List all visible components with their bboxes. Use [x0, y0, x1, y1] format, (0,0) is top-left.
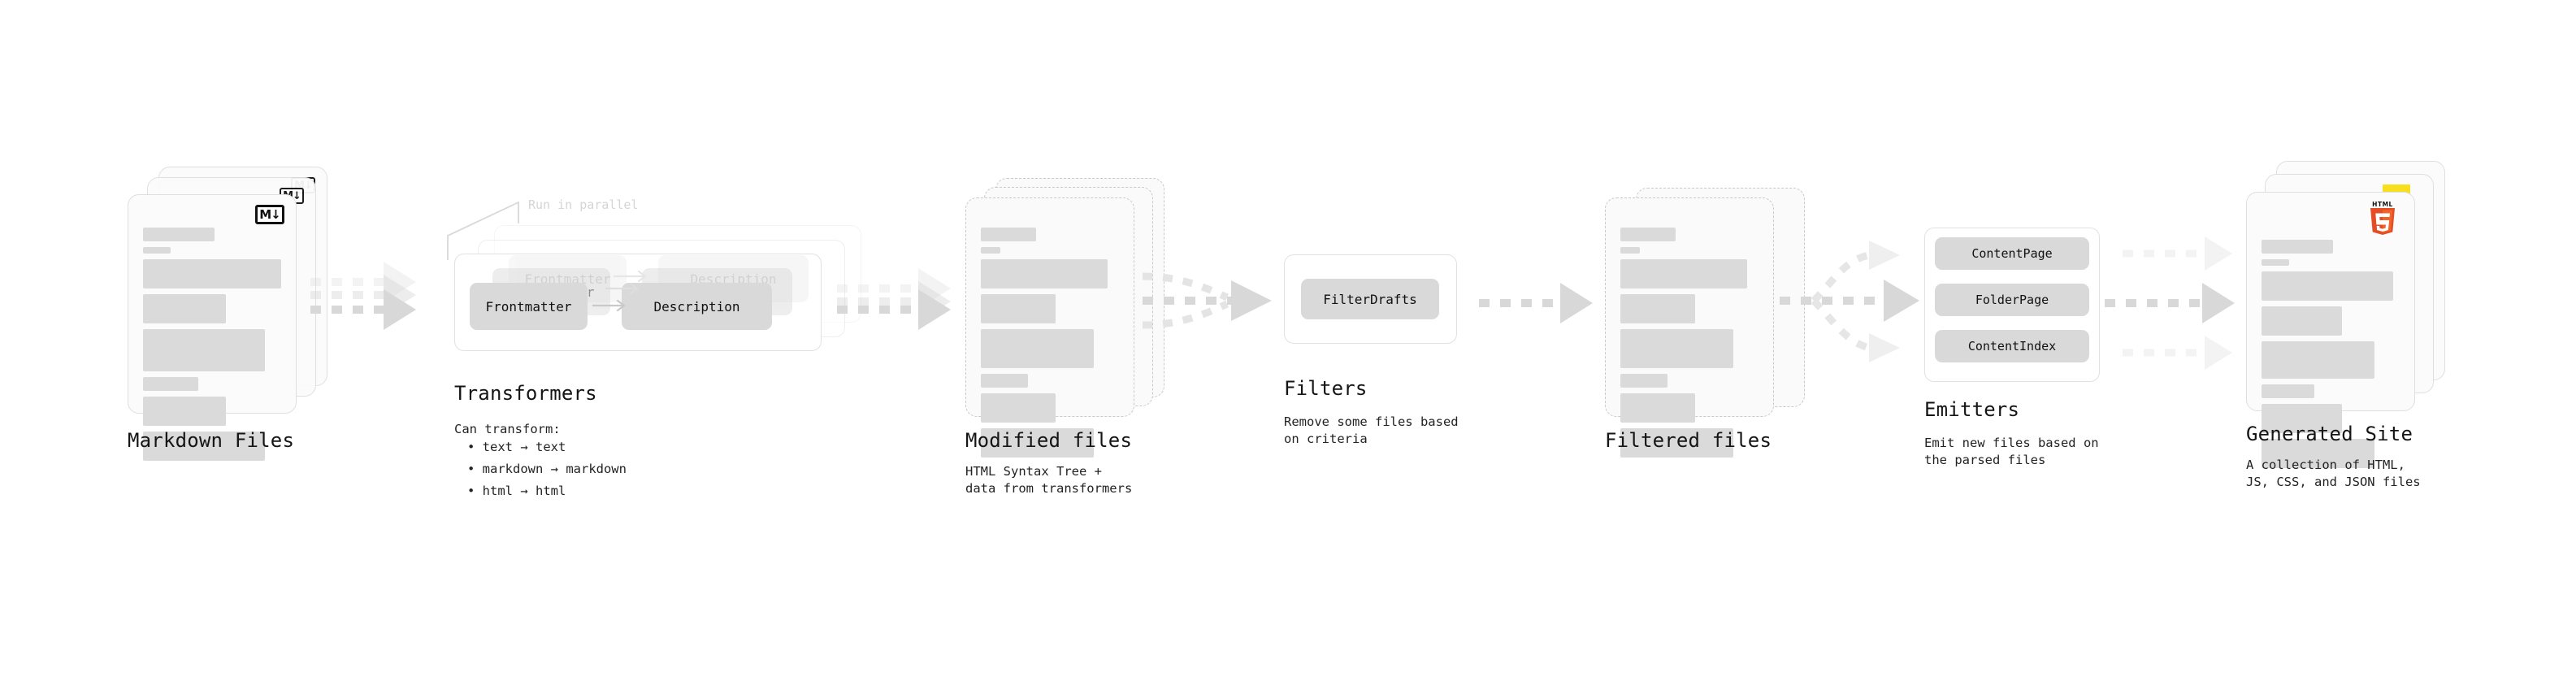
generated-site-card-html: HTML: [2246, 192, 2415, 468]
doc-skeleton: [2262, 240, 2400, 468]
stage-title-filtered-files: Filtered files: [1605, 429, 1772, 452]
skeleton-bar: [2262, 259, 2289, 266]
skeleton-bar: [2262, 341, 2375, 379]
stage-desc-transformers: Can transform:: [454, 422, 561, 436]
filtered-file-card-front: [1605, 197, 1774, 458]
skeleton-bar: [981, 228, 1036, 241]
doc-skeleton: [981, 228, 1119, 458]
stage-title-generated-site: Generated Site: [2246, 423, 2413, 445]
arrow-filters-to-filtered: [1479, 283, 1593, 323]
doc-skeleton: [1620, 228, 1759, 458]
stage-title-emitters: Emitters: [1924, 398, 2020, 421]
markdown-icon: M↓: [255, 205, 284, 224]
skeleton-bar: [1620, 294, 1695, 323]
skeleton-bar: [2262, 240, 2334, 254]
skeleton-bar: [143, 228, 215, 241]
skeleton-bar: [2262, 404, 2342, 433]
arrow-emitters-to-site-top: [2123, 236, 2232, 271]
transformer-bullet-1: • markdown → markdown: [467, 462, 627, 476]
skeleton-bar: [2262, 271, 2393, 301]
stage-desc-filters: Remove some files based on criteria: [1284, 414, 1459, 446]
skeleton-bar: [1620, 329, 1734, 368]
markdown-badge-front: M↓: [255, 205, 284, 224]
filter-pill-filterdrafts[interactable]: FilterDrafts: [1301, 279, 1439, 319]
skeleton-bar: [143, 294, 226, 323]
bullet-text: text → text: [482, 440, 566, 454]
skeleton-bar: [2262, 306, 2342, 336]
skeleton-bar: [981, 259, 1108, 288]
stage-desc-generated-site: A collection of HTML, JS, CSS, and JSON …: [2246, 458, 2421, 489]
skeleton-bar: [981, 374, 1028, 388]
stage-title-markdown-files: Markdown Files: [128, 429, 295, 452]
skeleton-bar: [1620, 228, 1676, 241]
skeleton-bar: [143, 329, 265, 371]
skeleton-bar: [143, 259, 281, 288]
stage-title-transformers: Transformers: [454, 382, 597, 405]
emitter-pill-folderpage[interactable]: FolderPage: [1935, 284, 2089, 316]
skeleton-bar: [2262, 384, 2314, 398]
html5-badge: HTML: [2369, 201, 2396, 235]
skeleton-bar: [981, 393, 1056, 423]
stage-title-filters: Filters: [1284, 377, 1368, 400]
skeleton-bar: [981, 428, 1095, 458]
bullet-text: markdown → markdown: [482, 462, 627, 476]
skeleton-bar: [143, 397, 226, 426]
modified-file-card-front: [965, 197, 1134, 458]
skeleton-bar: [2262, 439, 2375, 468]
transformer-bullet-0: • text → text: [467, 440, 566, 454]
skeleton-bar: [143, 247, 171, 254]
doc-skeleton: [143, 228, 281, 461]
html5-icon: HTML: [2369, 201, 2396, 235]
arrow-transformers-to-modified: [837, 289, 951, 330]
skeleton-bar: [1620, 259, 1748, 288]
transformer-pill-description[interactable]: Description: [622, 283, 772, 330]
skeleton-bar: [1620, 247, 1640, 254]
markdown-file-card-front: M↓: [128, 194, 297, 461]
stage-desc-modified-files: HTML Syntax Tree + data from transformer…: [965, 464, 1133, 496]
skeleton-bar: [143, 377, 198, 391]
arrow-emitters-to-site-mid: [2105, 283, 2235, 323]
skeleton-bar: [981, 329, 1095, 368]
run-in-parallel-note: Run in parallel: [528, 197, 639, 212]
html5-label: HTML: [2372, 201, 2393, 208]
skeleton-bar: [143, 432, 265, 461]
arrow-markdown-to-transformers: [310, 289, 416, 330]
skeleton-bar: [1620, 428, 1734, 458]
skeleton-bar: [981, 294, 1056, 323]
emitter-pill-contentindex[interactable]: ContentIndex: [1935, 330, 2089, 362]
arrow-emitters-to-site-bottom: [2123, 335, 2232, 371]
stage-title-modified-files: Modified files: [965, 429, 1133, 452]
skeleton-bar: [981, 247, 1000, 254]
transformer-bullet-2: • html → html: [467, 484, 566, 498]
emitter-pill-contentpage[interactable]: ContentPage: [1935, 237, 2089, 270]
transformer-pill-frontmatter[interactable]: Frontmatter: [470, 283, 588, 330]
skeleton-bar: [1620, 374, 1667, 388]
stage-desc-emitters: Emit new files based on the parsed files: [1924, 436, 2099, 467]
bullet-text: html → html: [482, 484, 566, 498]
skeleton-bar: [1620, 393, 1695, 423]
